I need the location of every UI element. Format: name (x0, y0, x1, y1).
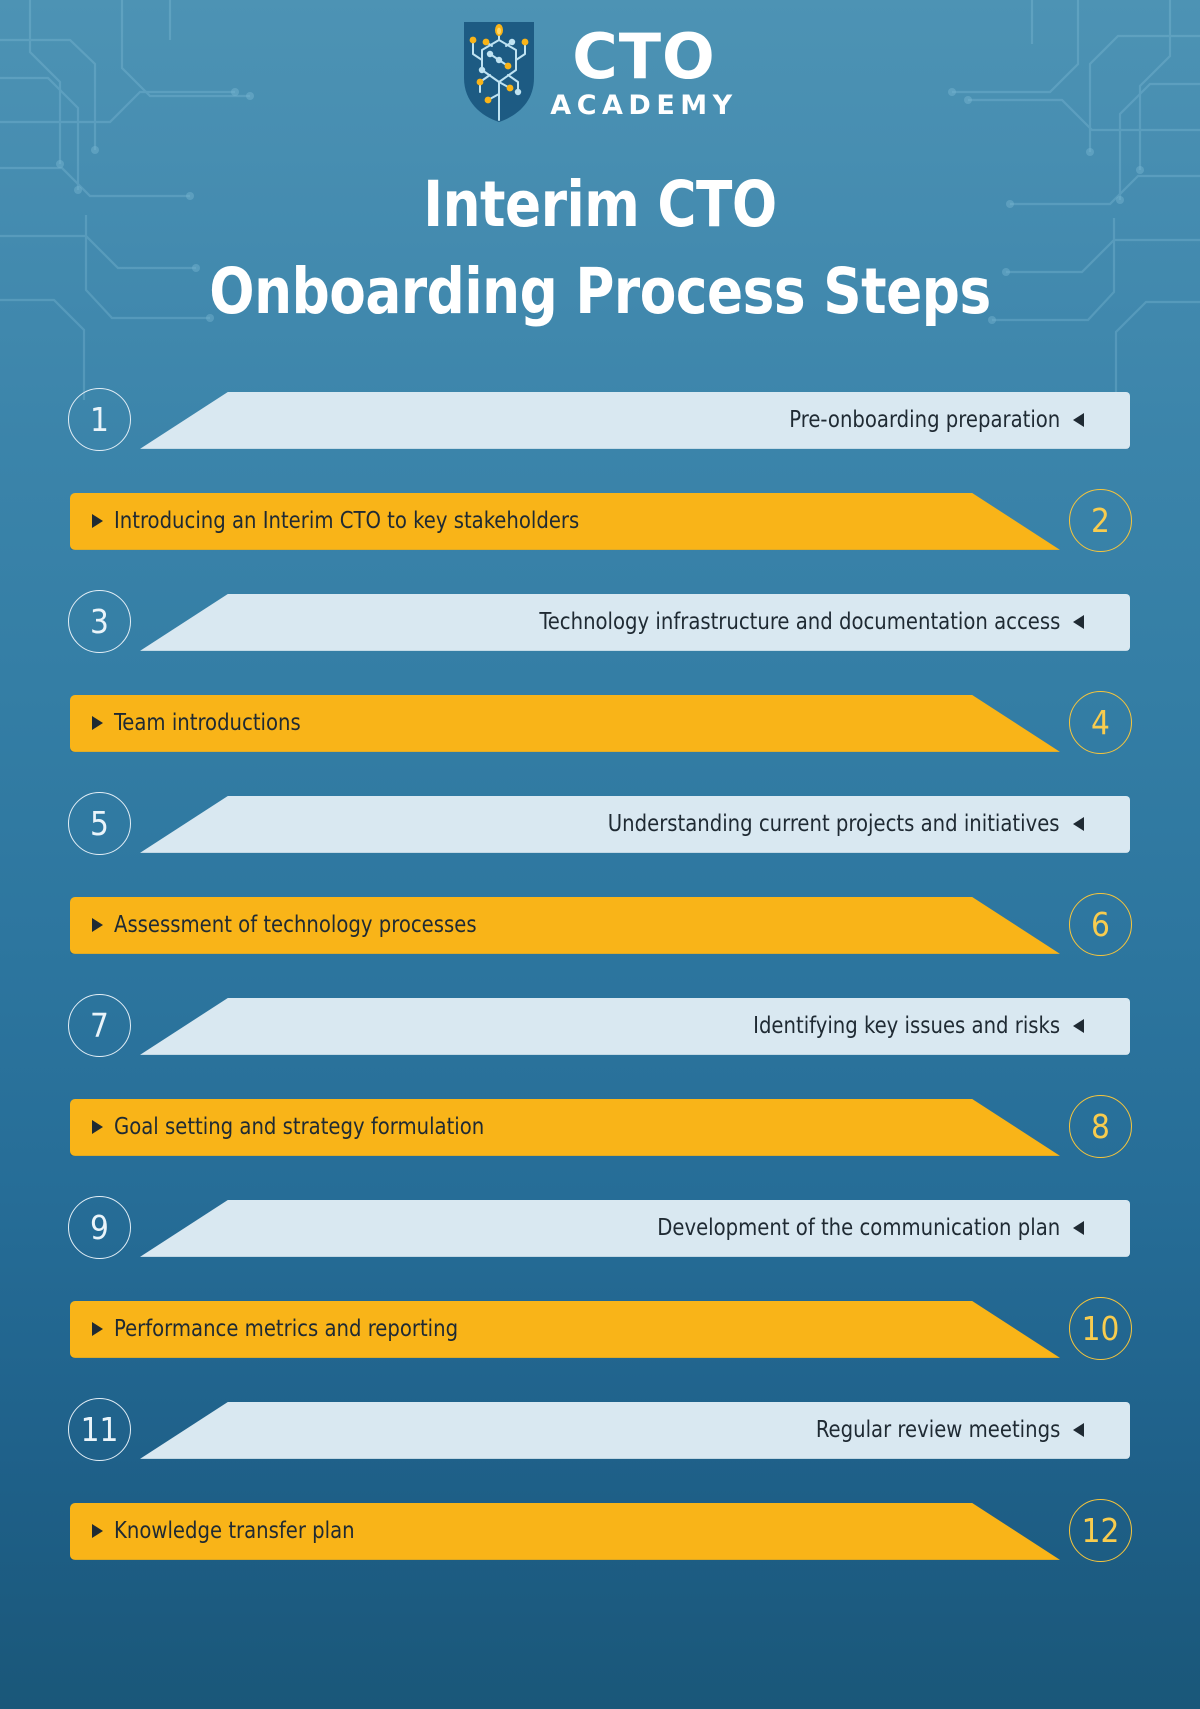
triangle-right-icon (92, 716, 103, 730)
triangle-right-icon (92, 514, 103, 528)
triangle-left-icon (1073, 615, 1084, 630)
step-label: Knowledge transfer plan (114, 1518, 355, 1545)
brand-logo: CTO ACADEMY (0, 16, 1200, 128)
step-number-badge: 2 (1069, 488, 1132, 552)
triangle-left-icon (1073, 1019, 1084, 1034)
step-row: Pre-onboarding preparation 1 (0, 380, 1200, 481)
step-bar[interactable]: Performance metrics and reporting (70, 1301, 1060, 1358)
page-title-line-2: Onboarding Process Steps (209, 254, 991, 328)
step-number-badge: 11 (68, 1397, 131, 1461)
step-bar[interactable]: Pre-onboarding preparation (140, 391, 1130, 449)
step-number-badge: 4 (1069, 690, 1132, 754)
triangle-left-icon (1073, 1221, 1084, 1236)
step-bar[interactable]: Understanding current projects and initi… (140, 795, 1130, 853)
triangle-right-icon (92, 1322, 103, 1336)
step-bar[interactable]: Development of the communication plan (140, 1199, 1130, 1257)
triangle-right-icon (92, 1524, 103, 1538)
step-row: Assessment of technology processes 6 (0, 885, 1200, 986)
step-row: Knowledge transfer plan 12 (0, 1491, 1200, 1592)
step-bar[interactable]: Assessment of technology processes (70, 897, 1060, 954)
step-label: Development of the communication plan (657, 1215, 1060, 1242)
step-bar[interactable]: Regular review meetings (140, 1401, 1130, 1459)
step-number-badge: 10 (1069, 1296, 1132, 1360)
step-label: Identifying key issues and risks (752, 1013, 1060, 1040)
brand-wordmark: CTO ACADEMY (550, 19, 738, 121)
brand-name-primary: CTO (572, 19, 716, 93)
brand-name-secondary: ACADEMY (550, 89, 738, 121)
step-row: Understanding current projects and initi… (0, 784, 1200, 885)
page-title-line-1: Interim CTO (423, 168, 777, 241)
triangle-left-icon (1073, 1423, 1084, 1438)
step-bar[interactable]: Goal setting and strategy formulation (70, 1099, 1060, 1156)
page-title: Interim CTO Onboarding Process Steps (36, 162, 1164, 336)
step-number-badge: 3 (68, 589, 131, 653)
poster-header: CTO ACADEMY Interim CTO Onboarding Proce… (0, 0, 1200, 336)
step-number-badge: 1 (68, 387, 131, 451)
step-number-badge: 6 (1069, 892, 1132, 956)
step-row: Goal setting and strategy formulation 8 (0, 1087, 1200, 1188)
triangle-left-icon (1073, 817, 1084, 832)
step-number-badge: 5 (68, 791, 131, 855)
step-label: Technology infrastructure and documentat… (539, 609, 1060, 636)
step-row: Regular review meetings 11 (0, 1390, 1200, 1491)
triangle-right-icon (92, 918, 103, 932)
triangle-left-icon (1073, 413, 1084, 428)
step-label: Assessment of technology processes (114, 912, 477, 939)
step-number-badge: 12 (1069, 1498, 1132, 1562)
triangle-right-icon (92, 1120, 103, 1134)
step-bar[interactable]: Introducing an Interim CTO to key stakeh… (70, 493, 1060, 550)
step-label: Team introductions (114, 710, 301, 737)
step-bar[interactable]: Team introductions (70, 695, 1060, 752)
cto-academy-shield-circuit-logo (464, 22, 535, 122)
step-label: Goal setting and strategy formulation (114, 1114, 485, 1141)
step-bar[interactable]: Knowledge transfer plan (70, 1503, 1060, 1560)
step-row: Identifying key issues and risks 7 (0, 986, 1200, 1087)
step-bar[interactable]: Technology infrastructure and documentat… (140, 593, 1130, 651)
step-number-badge: 9 (68, 1195, 131, 1259)
step-row: Performance metrics and reporting 10 (0, 1289, 1200, 1390)
step-label: Regular review meetings (815, 1417, 1060, 1444)
step-label: Understanding current projects and initi… (608, 811, 1060, 838)
step-label: Pre-onboarding preparation (788, 407, 1060, 434)
step-row: Introducing an Interim CTO to key stakeh… (0, 481, 1200, 582)
step-label: Introducing an Interim CTO to key stakeh… (114, 508, 580, 535)
step-row: Technology infrastructure and documentat… (0, 582, 1200, 683)
step-number-badge: 7 (68, 993, 131, 1057)
step-label: Performance metrics and reporting (114, 1316, 459, 1343)
step-bar[interactable]: Identifying key issues and risks (140, 997, 1130, 1055)
step-row: Development of the communication plan 9 (0, 1188, 1200, 1289)
step-number-badge: 8 (1069, 1094, 1132, 1158)
step-row: Team introductions 4 (0, 683, 1200, 784)
